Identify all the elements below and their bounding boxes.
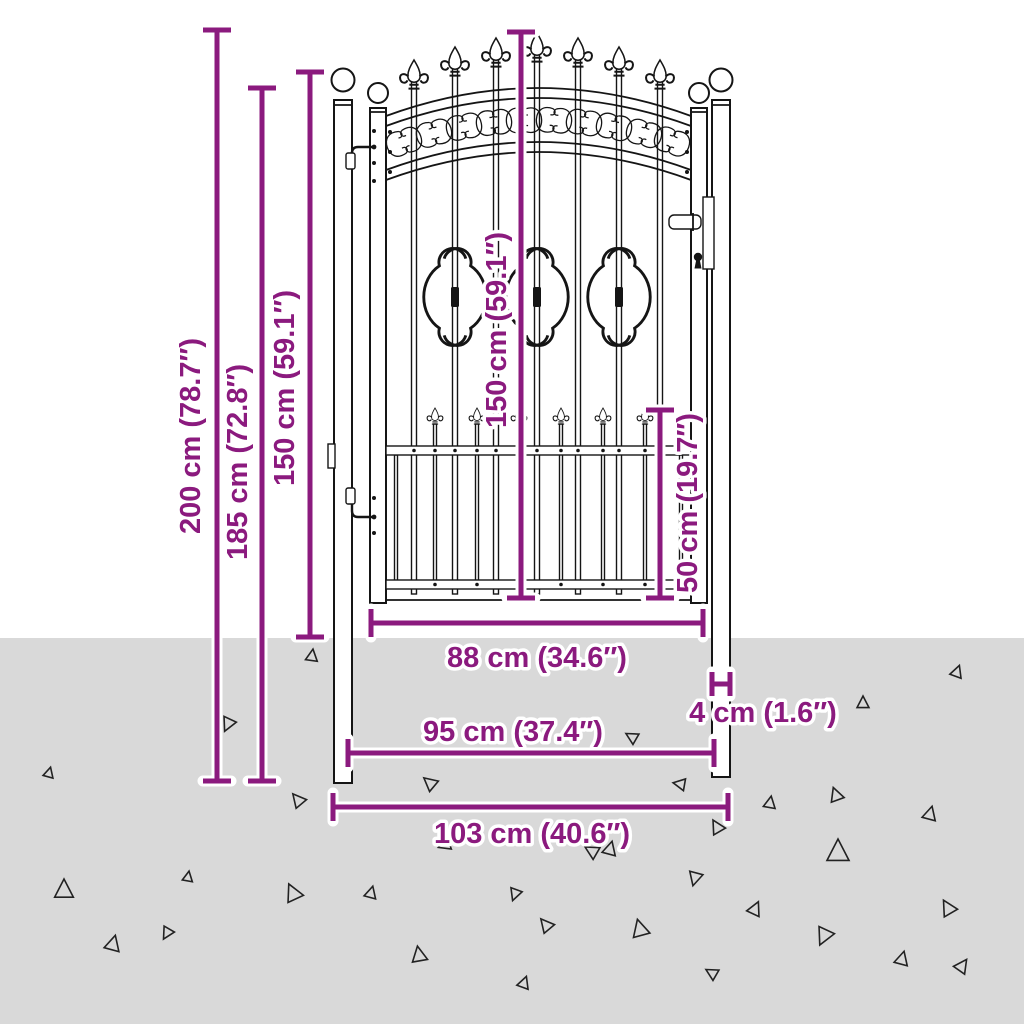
label-gate-leaf-width: 88 cm (34.6″) (447, 642, 627, 674)
spear-finial-icon (399, 59, 429, 90)
spear-finial-icon (563, 37, 593, 68)
gravel-triangle-icon (162, 924, 176, 941)
label-outer-span-width: 103 cm (40.6″) (434, 818, 630, 850)
gravel-triangle-icon (515, 974, 529, 991)
gravel-triangle-icon (671, 777, 687, 793)
label-gate-height-center: 150 cm (59.1″) (481, 232, 513, 428)
gravel-triangle-icon (304, 647, 319, 663)
mini-finial-icon (552, 407, 570, 425)
gravel-triangle-icon (600, 839, 617, 857)
dim-line-150cm-center (501, 26, 541, 604)
gravel-triangle-icon (291, 792, 309, 810)
gravel-triangle-icon (951, 958, 968, 976)
gravel-triangle-icon (53, 877, 75, 898)
spear-finial-icon (645, 59, 675, 90)
gravel-triangle-icon (825, 837, 851, 862)
gravel-triangle-icon (539, 917, 557, 935)
latch-keeper (327, 443, 336, 469)
gravel-triangle-icon (41, 765, 54, 780)
gravel-triangle-icon (818, 925, 836, 947)
dimension-labels: 200 cm (78.7″) 185 cm (72.8″) 150 cm (59… (172, 228, 841, 853)
gravel-triangle-icon (688, 870, 705, 888)
gravel-triangle-icon (624, 732, 641, 746)
gravel-triangle-icon (892, 949, 909, 967)
dim-line-185cm (242, 82, 282, 787)
gravel-triangles (41, 647, 968, 991)
gate-left-stile (367, 82, 389, 604)
dim-line-88cm (365, 603, 709, 643)
gravel-triangle-icon (223, 715, 238, 733)
gravel-triangle-icon (942, 898, 960, 919)
spear-finial-icon (481, 37, 511, 68)
gravel-triangle-icon (422, 776, 440, 794)
label-gate-height-left: 150 cm (59.1″) (269, 290, 301, 486)
dim-line-95cm (342, 733, 720, 773)
gravel-triangle-icon (583, 846, 602, 862)
label-lower-panel-height: 50 cm (19.7″) (672, 413, 704, 593)
dim-line-200cm (197, 24, 237, 787)
spear-finial-icon (440, 46, 470, 77)
gravel-triangle-icon (180, 869, 194, 883)
gravel-triangle-icon (830, 785, 846, 804)
keyhole-icon (693, 252, 703, 269)
gate-bars (399, 32, 675, 595)
mini-finial-icon (426, 407, 444, 425)
gravel-triangle-icon (855, 694, 871, 709)
spear-finial-icon (604, 46, 634, 77)
label-post-width: 4 cm (1.6″) (689, 697, 837, 729)
label-inner-span-width: 95 cm (37.4″) (423, 716, 603, 748)
dimension-lines (197, 24, 736, 827)
gravel-triangle-icon (436, 836, 453, 850)
top-hinge (345, 129, 377, 183)
gravel-triangle-icon (510, 886, 524, 903)
gravel-triangle-icon (287, 882, 305, 904)
bottom-hinge (345, 487, 377, 535)
gravel-triangle-icon (632, 917, 652, 939)
label-height-above-ground: 185 cm (72.8″) (222, 364, 254, 560)
dim-line-4cm (706, 666, 736, 702)
gravel-triangle-icon (102, 933, 120, 953)
gravel-triangle-icon (411, 944, 429, 964)
gravel-triangle-icon (920, 804, 937, 822)
arch-band (383, 87, 692, 181)
gravel-triangle-icon (761, 794, 777, 810)
gravel-triangle-icon (745, 900, 760, 918)
gravel-triangle-icon (712, 818, 728, 837)
ground (0, 638, 1024, 1024)
label-height-total: 200 cm (78.7″) (175, 338, 207, 534)
left-post (327, 67, 356, 784)
gravel-triangle-icon (362, 884, 377, 901)
handle-lock (668, 196, 715, 270)
dim-line-103cm (327, 787, 734, 827)
dim-line-150cm-left (290, 66, 330, 643)
gravel-triangle-icon (948, 663, 962, 680)
gravel-triangle-icon (704, 968, 721, 982)
lock-plate (702, 196, 715, 270)
dim-line-50cm (640, 404, 680, 604)
mini-finial-icon (594, 407, 612, 425)
handle-lever (668, 214, 702, 230)
right-post (708, 67, 734, 778)
